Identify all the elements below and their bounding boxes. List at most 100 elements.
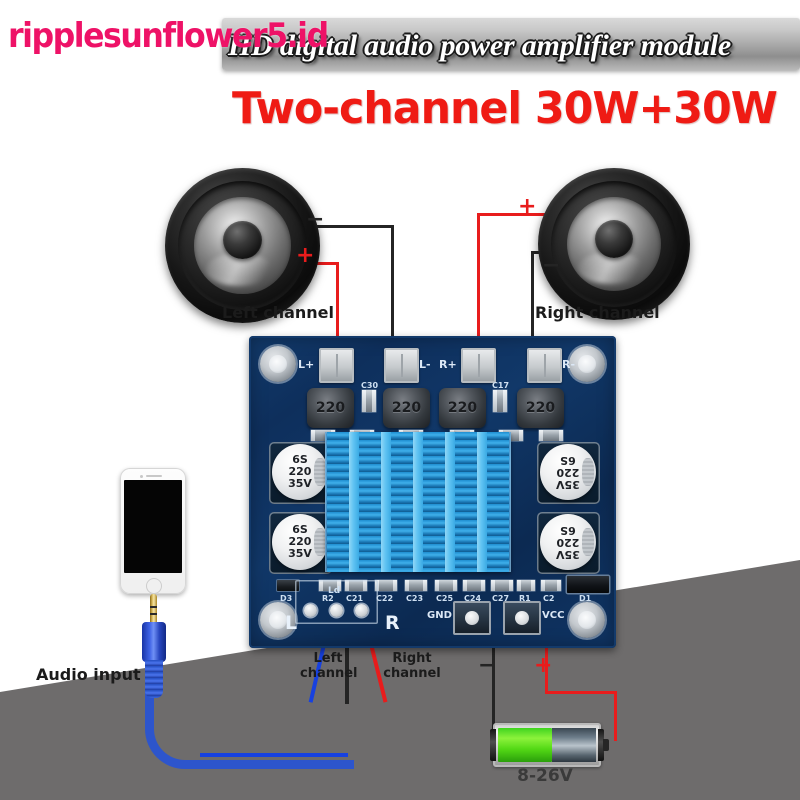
output-terminal-r-plus[interactable]: [461, 348, 496, 383]
electrolytic-cap-bottom-left: 6S 220 35V: [272, 514, 328, 570]
cap-top-right-text: 35V 220 6S: [556, 454, 580, 491]
page-title: HD digital audio power amplifier module: [228, 29, 732, 62]
silk-d3: D3: [280, 594, 293, 603]
silk-c17: C17: [492, 381, 510, 390]
left-speaker-negative-wire-v: [391, 225, 394, 350]
audio-pin-right[interactable]: [355, 604, 368, 617]
cap-top-left-line1: 6S: [292, 453, 308, 466]
left-speaker-negative-sign: −: [306, 207, 325, 232]
audio-jack-band-2: [150, 613, 157, 615]
watermark-text: ripplesunflower5.id: [8, 16, 329, 56]
phone-earpiece-icon: [146, 475, 162, 477]
power-terminal-vcc[interactable]: [503, 601, 541, 635]
right-speaker-positive-wire-v: [477, 213, 480, 351]
left-speaker: [165, 168, 320, 323]
cap-top-right-line3: 6S: [560, 454, 576, 467]
smd-c27: [491, 580, 513, 591]
smd-r2: [319, 580, 341, 591]
audio-input-left-line2: channel: [300, 666, 358, 681]
battery-positive-wire-up: [545, 648, 548, 693]
heatsink-fin-block-6: [487, 432, 509, 572]
battery-power-source: [490, 723, 609, 767]
cap-top-right-line1: 35V: [556, 478, 580, 491]
speaker-dustcap-icon: [595, 219, 633, 258]
smd-c21: [345, 580, 367, 591]
inductor-l2-label: 220: [391, 400, 422, 416]
audio-pin-left[interactable]: [304, 604, 317, 617]
page-subtitle: Two-channel 30W+30W: [232, 82, 778, 134]
battery-positive-wire-down: [614, 691, 617, 741]
inductor-l3-label: 220: [447, 400, 478, 416]
speaker-dustcap-icon: [223, 220, 262, 260]
battery-terminal-right: [598, 729, 604, 761]
inductor-l4: 220: [517, 388, 564, 428]
cap-bottom-right-line2: 220: [556, 536, 580, 549]
silk-c30: C30: [361, 381, 379, 390]
output-terminal-l-plus[interactable]: [319, 348, 354, 383]
audio-jack-tip: [150, 594, 157, 624]
heatsink-rail-4: [445, 432, 455, 572]
electrolytic-cap-top-left: 6S 220 35V: [272, 444, 328, 500]
battery-positive-nub: [603, 739, 609, 751]
heatsink-rail-1: [349, 432, 359, 572]
left-speaker-positive-sign: +: [296, 243, 315, 268]
output-terminal-l-minus-label: L-: [419, 358, 431, 371]
heatsink-rail-2: [381, 432, 391, 572]
silk-c21: C21: [346, 594, 364, 603]
mounting-hole-bottom-left: [260, 602, 296, 638]
cap-bottom-left-line3: 35V: [288, 547, 312, 560]
power-terminal-gnd-label: GND: [427, 610, 452, 621]
cap-top-right-line2: 220: [556, 466, 580, 479]
output-terminal-l-minus[interactable]: [384, 348, 419, 383]
cap-top-left-line3: 35V: [288, 477, 312, 490]
smd-c22: [375, 580, 397, 591]
audio-pin-ground[interactable]: [330, 604, 343, 617]
smd-d1: [567, 576, 609, 593]
audio-jack-body: [142, 622, 166, 662]
heatsink-fin-block-1: [327, 432, 349, 572]
heatsink: [325, 432, 511, 572]
output-terminal-r-minus-label: R-: [562, 358, 576, 371]
mounting-hole-top-right: [569, 346, 605, 382]
battery-positive-wire-h: [545, 691, 617, 694]
silk-c22: C22: [376, 594, 394, 603]
audio-input-left-line1: Left: [313, 651, 343, 666]
battery-negative-sign: −: [478, 653, 497, 678]
electrolytic-cap-bottom-right: 35V 220 6S: [540, 514, 596, 570]
cap-bottom-left-line2: 220: [288, 535, 312, 548]
cap-top-left-text: 6S 220 35V: [288, 454, 312, 490]
inductor-l3: 220: [439, 388, 486, 428]
battery-terminal-left: [490, 729, 496, 761]
output-terminal-r-minus[interactable]: [527, 348, 562, 383]
battery-charge-fill: [498, 728, 553, 762]
amplifier-pcb-board: L+ L- R+ R- 220 220 220 220 C30 C17 6S 2…: [249, 336, 616, 648]
smd-cap-c30: [362, 390, 376, 412]
smartphone-source-device: [120, 468, 186, 594]
battery-negative-wire-v: [492, 648, 495, 743]
power-terminal-gnd[interactable]: [453, 601, 491, 635]
cap-bottom-left-text: 6S 220 35V: [288, 524, 312, 560]
heatsink-rail-5: [477, 432, 487, 572]
smd-c23: [405, 580, 427, 591]
inductor-l1-label: 220: [315, 400, 346, 416]
silk-c27: C27: [492, 594, 510, 603]
silk-c25: C25: [436, 594, 454, 603]
heatsink-fin-block-3: [391, 432, 413, 572]
inductor-l4-label: 220: [525, 400, 556, 416]
left-speaker-positive-wire-v: [336, 262, 339, 350]
electrolytic-cap-top-right: 35V 220 6S: [540, 444, 596, 500]
output-terminal-l-plus-label: L+: [298, 358, 315, 371]
heatsink-fin-block-4: [423, 432, 445, 572]
silk-c23: C23: [406, 594, 424, 603]
inductor-l1: 220: [307, 388, 354, 428]
audio-input-label: Audio input: [36, 665, 141, 684]
audio-input-right-line2: channel: [383, 666, 441, 681]
audio-jack-band-1: [150, 606, 157, 608]
audio-cable: [145, 690, 354, 769]
right-speaker-negative-sign: −: [542, 253, 561, 278]
smd-r1: [517, 580, 535, 591]
heatsink-fin-block-5: [455, 432, 477, 572]
audio-ground-wire: [345, 640, 349, 704]
audio-header-ground-mark: Ld: [328, 586, 341, 596]
